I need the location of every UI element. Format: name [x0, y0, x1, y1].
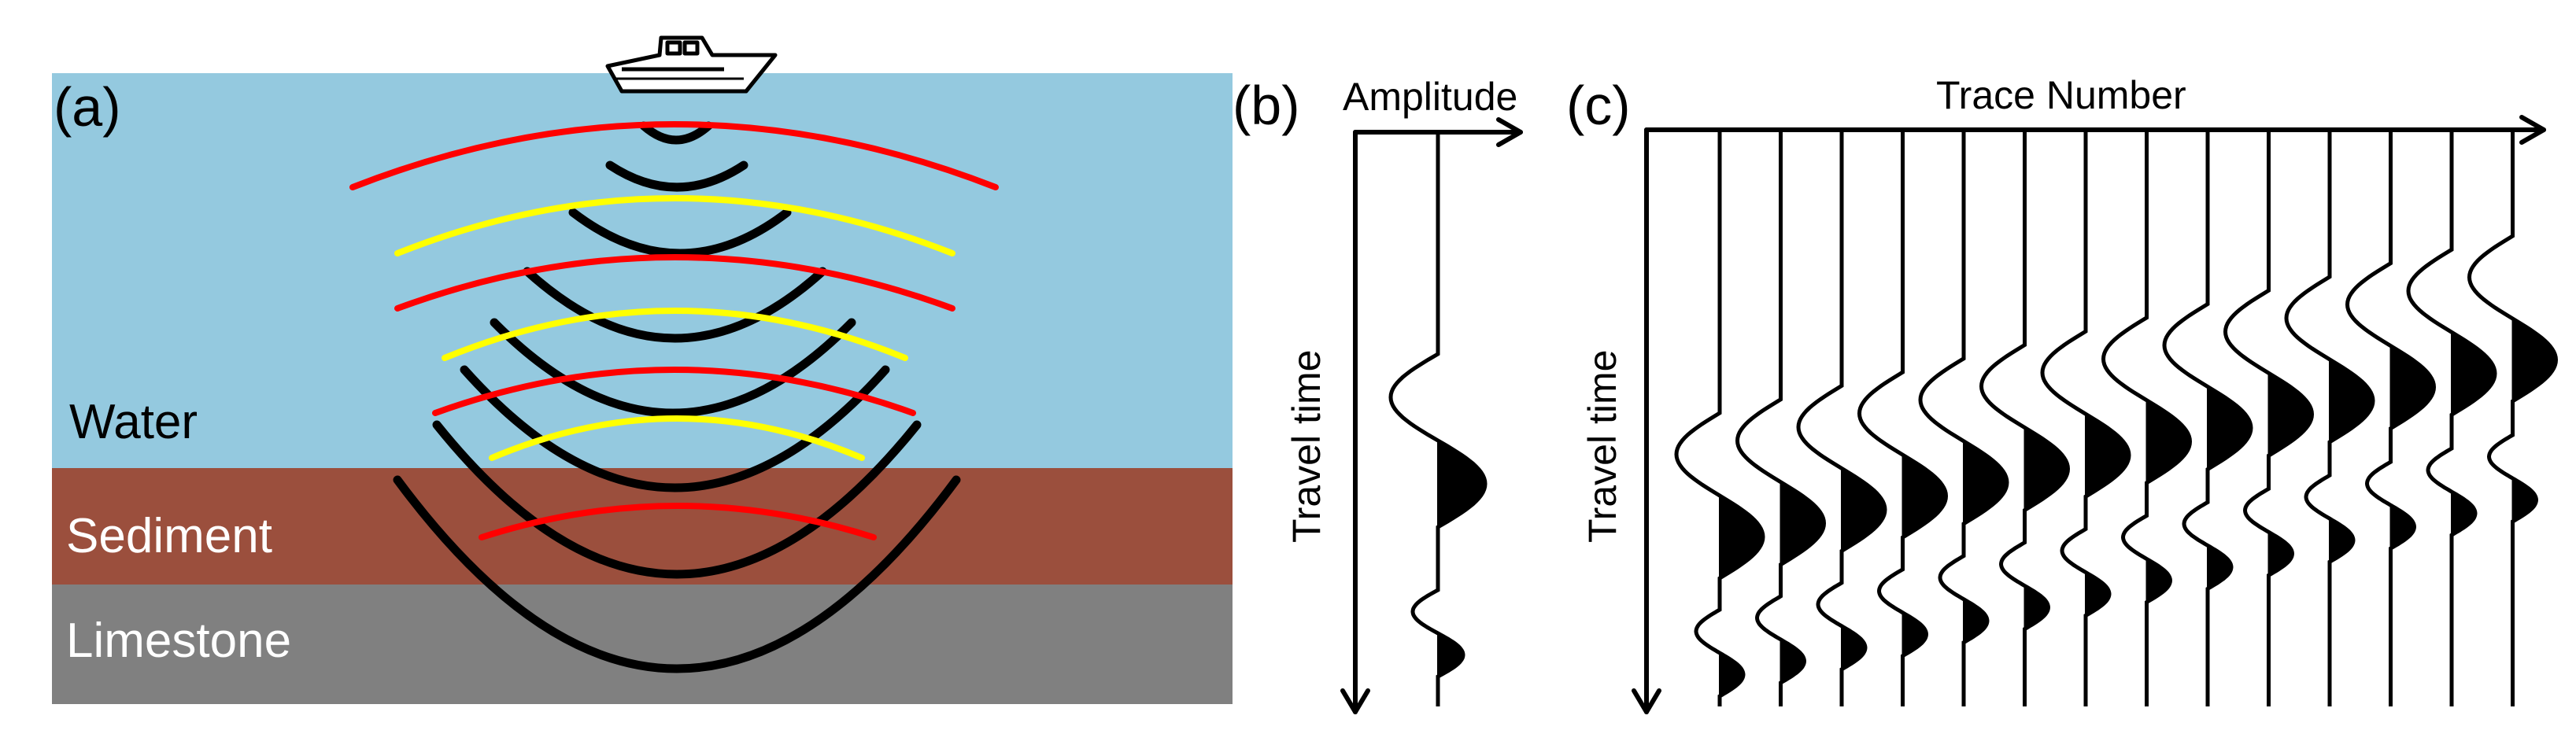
amplitude-label: Amplitude	[1343, 75, 1517, 119]
direct-wavefront-arc	[393, 475, 961, 673]
reflected-wavefront-arc	[479, 503, 877, 540]
positive-lobe-fill	[2451, 490, 2477, 537]
direct-wavefront-arc	[490, 318, 856, 418]
positive-lobe-fill	[2267, 371, 2313, 457]
panel-a-letter: (a)	[54, 76, 121, 138]
panel-c-axes	[1632, 115, 2546, 714]
positive-lobe-fill	[1841, 467, 1887, 553]
positive-lobe-fill	[1963, 597, 1989, 644]
panel-b-letter: (b)	[1233, 75, 1300, 136]
positive-lobe-fill	[2267, 530, 2293, 577]
sediment-label: Sediment	[66, 509, 272, 563]
reflected-wavefront-arc	[432, 367, 916, 416]
reflected-wavefront-arc	[349, 121, 999, 190]
positive-lobe-fill	[2207, 385, 2253, 471]
positive-lobe-fill	[1902, 611, 1927, 658]
travel-time-label-c: Travel time	[1580, 350, 1624, 543]
positive-lobe-fill	[1902, 453, 1947, 539]
boat-icon	[605, 35, 778, 94]
wavelet-trace	[1388, 132, 1488, 706]
panel-c: (c) Trace Number Travel time	[1566, 73, 2559, 714]
limestone-label: Limestone	[66, 614, 291, 668]
positive-lobe-fill	[2023, 426, 2069, 512]
positive-lobe-fill	[2145, 399, 2191, 485]
positive-lobe-fill	[2085, 570, 2111, 618]
positive-lobe-fill	[1719, 494, 1765, 580]
positive-lobe-fill	[1437, 632, 1465, 678]
positive-lobe-fill	[1780, 480, 1825, 566]
water-layer	[52, 73, 1233, 468]
trace-line	[1735, 130, 1827, 706]
panel-a: (a) Water Sediment Limestone	[52, 35, 1233, 704]
positive-lobe-fill	[2023, 584, 2049, 631]
positive-lobe-fill	[2511, 477, 2537, 523]
trace-line	[2406, 130, 2497, 706]
positive-lobe-fill	[2085, 412, 2131, 498]
direct-wavefront-arc	[568, 208, 792, 258]
positive-lobe-fill	[2389, 344, 2435, 430]
positive-lobe-fill	[2329, 517, 2355, 563]
positive-lobe-fill	[2207, 544, 2233, 591]
positive-lobe-fill	[1780, 638, 1805, 684]
positive-lobe-fill	[1963, 440, 2009, 526]
trace-number-label: Trace Number	[1936, 73, 2186, 117]
direct-wavefront-arc	[523, 267, 827, 343]
positive-lobe-fill	[2145, 557, 2171, 604]
wavefront-arcs	[349, 121, 999, 673]
panel-b: (b) Amplitude Travel time	[1233, 75, 1523, 714]
direct-wavefront-arc	[639, 121, 713, 145]
trace-line	[1388, 132, 1488, 706]
positive-lobe-fill	[2389, 503, 2415, 550]
positive-lobe-fill	[2329, 358, 2375, 444]
trace-gather	[1674, 130, 2559, 706]
positive-lobe-fill	[1841, 625, 1867, 671]
positive-lobe-fill	[1719, 651, 1745, 698]
panel-c-letter: (c)	[1566, 75, 1631, 136]
positive-lobe-fill	[2451, 330, 2497, 417]
positive-lobe-fill	[2511, 317, 2557, 403]
direct-wavefront-arc	[605, 160, 748, 192]
reflected-wavefront-arc	[489, 415, 865, 461]
trace-line	[1796, 130, 1887, 706]
reflected-wavefront-arc	[442, 308, 908, 361]
direct-wavefront-arc	[432, 420, 922, 579]
positive-lobe-fill	[1437, 439, 1487, 529]
panel-b-axes	[1340, 117, 1523, 714]
direct-wavefront-arc	[460, 365, 890, 492]
reflected-wavefront-arc	[394, 195, 955, 256]
travel-time-label-b: Travel time	[1284, 350, 1329, 543]
reflected-wavefront-arc	[394, 254, 955, 312]
limestone-layer	[52, 585, 1233, 704]
water-label: Water	[69, 395, 198, 449]
trace-line	[2467, 130, 2559, 706]
